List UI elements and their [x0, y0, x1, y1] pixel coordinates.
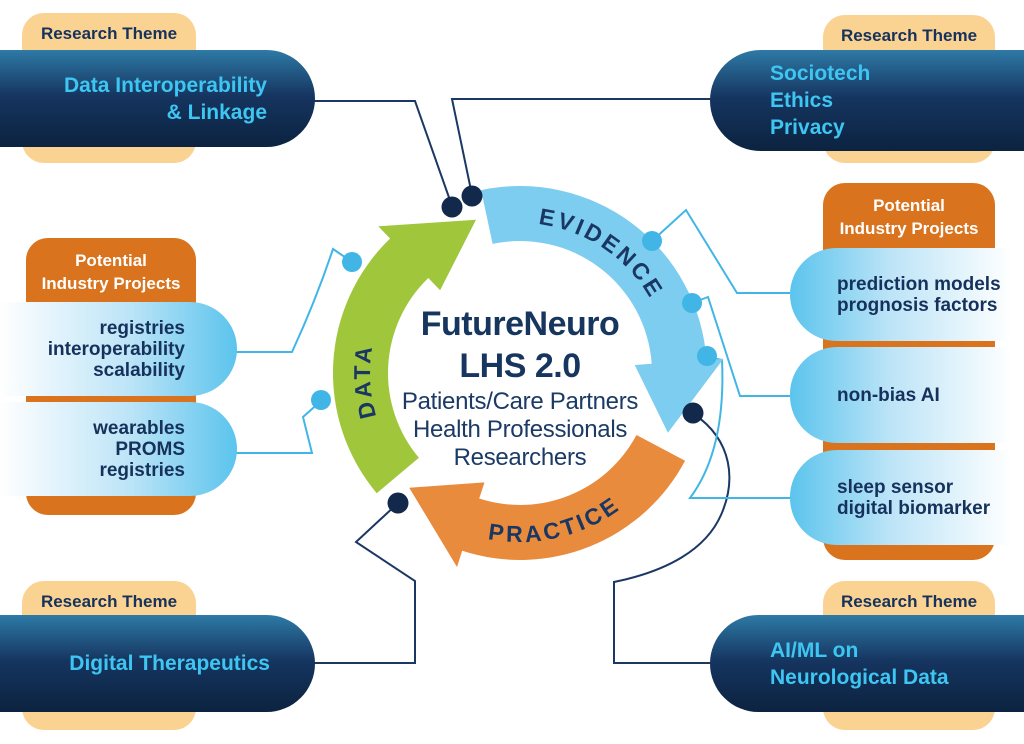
theme-line: Digital Therapeutics [69, 652, 270, 675]
theme-line: & Linkage [166, 100, 267, 124]
theme-line: Neurological Data [770, 665, 949, 689]
theme-box-sociotech-ethics-privacy: Sociotech Ethics Privacy [710, 50, 1024, 151]
tag-label: Research Theme [840, 26, 978, 45]
project-pill-wearables-proms: wearables PROMS registries [0, 402, 237, 496]
tag-label: Potential [75, 251, 147, 270]
project-pill-registries-interoperability: registries interoperability scalability [0, 302, 237, 396]
theme-line: Ethics [770, 89, 834, 112]
center-title: FutureNeuro [420, 305, 620, 343]
link-dot [697, 346, 717, 366]
data-arrow [332, 219, 476, 494]
project-pill-sleep-sensor: sleep sensor digital biomarker [790, 450, 1012, 545]
junction-dot [682, 402, 704, 424]
tag-label: Industry Projects [41, 274, 181, 293]
theme-line: Sociotech [770, 62, 871, 85]
link-dots-lightblue [311, 231, 717, 410]
center-title-block: FutureNeuro LHS 2.0 Patients/Care Partne… [380, 304, 660, 472]
theme-box-ai-ml-neurological: AI/ML on Neurological Data [710, 615, 1024, 712]
link-dot [682, 293, 702, 313]
connector-bottom-left [313, 503, 416, 664]
theme-line: AI/ML on [770, 638, 859, 662]
junction-dot [441, 196, 463, 218]
project-line: interoperability [47, 338, 185, 360]
theme-line: Data Interoperability [63, 73, 267, 97]
connector-lines-navy [300, 98, 731, 664]
link-dot [311, 390, 331, 410]
project-line: scalability [93, 359, 185, 381]
tag-label: Research Theme [840, 592, 978, 611]
tag-label: Research Theme [40, 592, 178, 611]
project-line: registries [99, 459, 185, 481]
project-pill-non-bias-ai: non-bias AI [790, 347, 1012, 443]
project-line: prediction models [837, 273, 1001, 295]
evidence-arrow [481, 186, 724, 433]
connector-sleep-sensor [688, 356, 790, 499]
project-line: digital biomarker [837, 497, 991, 519]
connector-registries [232, 247, 353, 353]
project-line: sleep sensor [837, 476, 954, 498]
junction-dot [387, 492, 409, 514]
connector-top-right [450, 98, 712, 196]
data-arc-label: DATA [349, 342, 381, 421]
project-line: wearables [93, 417, 185, 439]
center-stakeholder-line: Patients/Care Partners [401, 388, 639, 415]
project-pill-prediction-models: prediction models prognosis factors [790, 248, 1012, 341]
center-subtitle-version: LHS 2.0 [459, 347, 581, 385]
theme-box-data-interoperability: Data Interoperability & Linkage [0, 50, 315, 147]
link-dot [642, 231, 662, 251]
tag-label: Potential [873, 196, 945, 215]
project-line: non-bias AI [837, 384, 940, 406]
project-line: PROMS [115, 438, 185, 460]
project-line: prognosis factors [837, 294, 998, 316]
project-line: registries [99, 317, 185, 339]
link-dot [342, 252, 362, 272]
tag-label: Industry Projects [839, 219, 979, 238]
center-stakeholder-line: Health Professionals [412, 416, 628, 443]
connector-wearables [232, 400, 322, 454]
practice-arrow [409, 435, 686, 567]
theme-box-digital-therapeutics: Digital Therapeutics [0, 615, 315, 712]
connector-top-left [300, 100, 453, 207]
connector-bottom-right [613, 413, 731, 664]
cycle-ring-arrows [332, 186, 724, 567]
junction-dot [461, 185, 483, 207]
theme-line: Privacy [770, 116, 845, 139]
junction-dots-navy [387, 185, 704, 514]
connector-prediction-models [651, 208, 790, 294]
tag-label: Research Theme [40, 24, 178, 43]
center-stakeholder-line: Researchers [453, 444, 587, 471]
